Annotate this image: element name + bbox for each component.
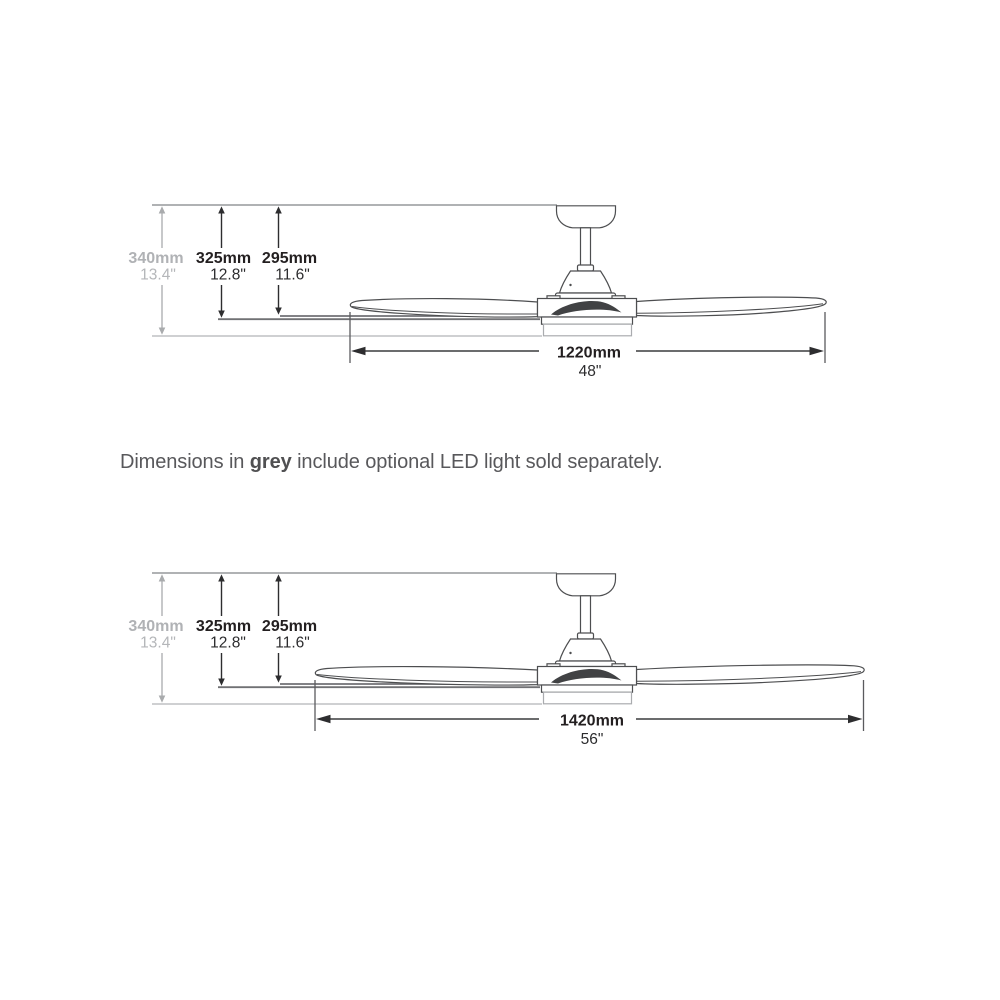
- left-arrowhead: [316, 714, 331, 724]
- downrod: [579, 227, 592, 267]
- downrod-coupler: [576, 632, 595, 640]
- right-arrowhead: [848, 714, 863, 724]
- left-blade-edge: [351, 306, 538, 315]
- motor-housing: [558, 270, 613, 294]
- motor-screw: [569, 651, 572, 655]
- canopy: [555, 573, 617, 597]
- blade-height-arrow: [275, 574, 282, 683]
- left-blade-edge: [316, 674, 538, 683]
- fan-diagram-48-svg: 340mm 13.4" 325mm 12.8" 295mm 11.6": [128, 204, 827, 380]
- downrod: [579, 595, 592, 635]
- motor-height-in-label: 12.8": [210, 635, 246, 652]
- motor-height-in-label: 12.8": [210, 267, 246, 284]
- total-height-mm-label: 340mm: [128, 618, 183, 635]
- right-blade-edge: [636, 303, 824, 314]
- front-blade-silhouette: [551, 300, 622, 316]
- blade-height-in-label: 11.6": [275, 267, 310, 284]
- optional-led-light: [542, 691, 633, 705]
- blade-height-in-label: 11.6": [275, 635, 310, 652]
- left-blade: [314, 665, 539, 686]
- note-text-end: include optional LED light sold separate…: [291, 451, 663, 473]
- width-dimension: 1420mm 56": [314, 680, 865, 748]
- right-arrowhead: [809, 346, 824, 356]
- total-height-mm-label: 340mm: [128, 250, 183, 267]
- width-dimension: 1220mm 48": [349, 312, 826, 380]
- downrod-coupler: [576, 264, 595, 272]
- total-height-arrow: [158, 574, 166, 703]
- motor-height-arrow: [218, 574, 225, 686]
- blade-height-mm-label: 295mm: [262, 618, 317, 635]
- fan-diagram-48: 340mm 13.4" 325mm 12.8" 295mm 11.6": [0, 195, 1000, 395]
- blade-height-mm-label: 295mm: [262, 250, 317, 267]
- fan-diagram-56: 340mm 13.4" 325mm 12.8" 295mm 11.6": [0, 563, 1000, 763]
- total-height-in-label: 13.4": [140, 267, 176, 284]
- right-blade: [635, 296, 827, 317]
- grey-dimensions-note: Dimensions in grey include optional LED …: [120, 450, 760, 475]
- total-height-in-label: 13.4": [140, 635, 176, 652]
- fan-diagram-56-svg: 340mm 13.4" 325mm 12.8" 295mm 11.6": [128, 572, 865, 748]
- note-text-start: Dimensions in: [120, 451, 250, 473]
- motor-height-arrow: [218, 206, 225, 318]
- left-arrowhead: [351, 346, 366, 356]
- diameter-in-label: 48": [579, 363, 602, 380]
- optional-led-light: [542, 323, 633, 337]
- note-bold-word: grey: [249, 451, 292, 473]
- motor-flange: [554, 292, 617, 300]
- switch-housing: [540, 684, 634, 693]
- motor-height-mm-label: 325mm: [196, 618, 251, 635]
- total-height-arrow: [158, 206, 166, 335]
- left-blade: [349, 297, 539, 318]
- canopy: [555, 205, 617, 229]
- fan-drawing: [349, 205, 827, 337]
- diameter-mm-label: 1220mm: [557, 345, 621, 362]
- motor-flange: [554, 660, 617, 668]
- diameter-mm-label: 1420mm: [560, 713, 624, 730]
- front-blade-silhouette: [551, 668, 622, 684]
- motor-housing: [558, 638, 613, 662]
- switch-housing: [540, 316, 634, 325]
- blade-height-arrow: [275, 206, 282, 315]
- right-blade-edge: [636, 671, 862, 682]
- fan-drawing: [314, 573, 865, 705]
- motor-screw: [569, 283, 572, 287]
- right-blade: [635, 664, 865, 685]
- motor-height-mm-label: 325mm: [196, 250, 251, 267]
- diameter-in-label: 56": [581, 731, 604, 748]
